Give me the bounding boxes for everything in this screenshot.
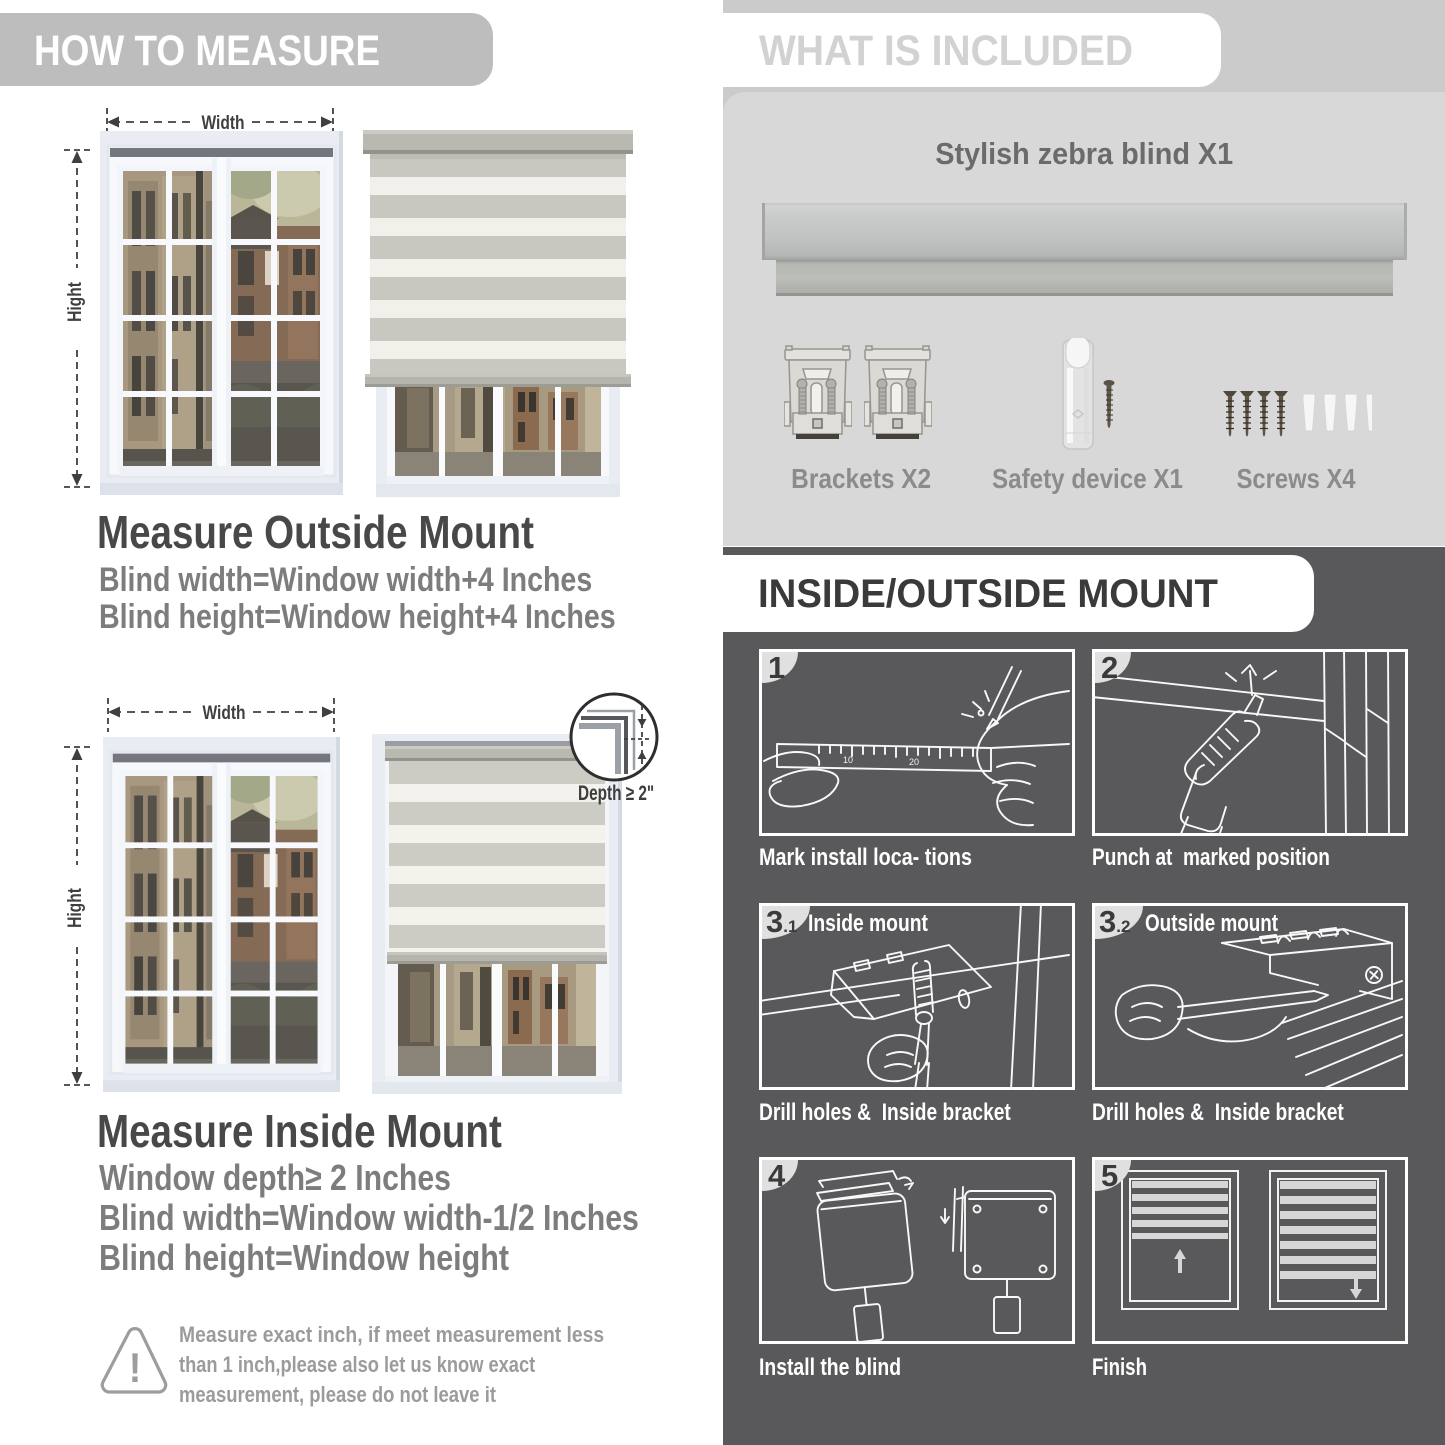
- svg-text:!: !: [129, 1345, 142, 1391]
- svg-text:Hight: Hight: [64, 888, 86, 928]
- svg-text:20: 20: [909, 757, 919, 767]
- svg-text:Width: Width: [202, 702, 245, 724]
- svg-text:10: 10: [843, 755, 853, 765]
- svg-text:Width: Width: [201, 112, 244, 134]
- svg-text:Hight: Hight: [64, 282, 86, 322]
